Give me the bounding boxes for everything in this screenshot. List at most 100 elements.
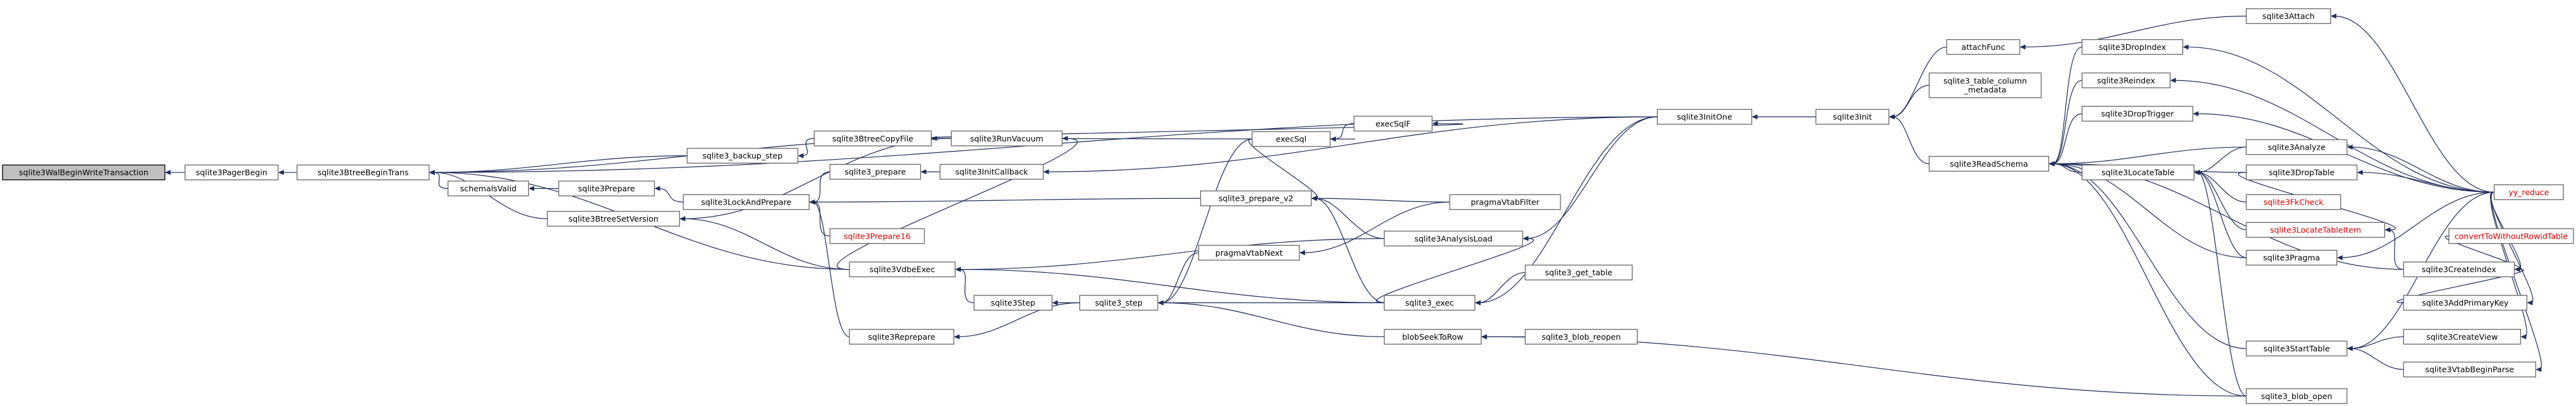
- node-label: sqlite3Prepare: [578, 184, 635, 193]
- node-sqlite3-table-column-metadata[interactable]: sqlite3_table_column_metadata: [1928, 72, 2042, 99]
- node-sqlite3-exec[interactable]: sqlite3_exec: [1383, 295, 1476, 311]
- node-sqlite3-get-table[interactable]: sqlite3_get_table: [1524, 265, 1633, 280]
- edge-arrowhead: [2527, 300, 2533, 306]
- node-sqlite3pagerbegin[interactable]: sqlite3PagerBegin: [185, 164, 279, 181]
- node-sqlite3vtabbeginparse[interactable]: sqlite3VtabBeginParse: [2403, 361, 2536, 378]
- edge-arrowhead: [1052, 300, 1058, 306]
- node-sqlite3reprepare[interactable]: sqlite3Reprepare: [849, 328, 954, 345]
- node-box: [849, 261, 956, 278]
- node-box: [2245, 8, 2331, 24]
- node-sqlite3reindex[interactable]: sqlite3Reindex: [2081, 72, 2171, 88]
- node-blobseektorow[interactable]: blobSeekToRow: [1383, 328, 1482, 345]
- node-box: [2081, 72, 2171, 88]
- node-sqlite3readschema[interactable]: sqlite3ReadSchema: [1928, 155, 2050, 172]
- node-sqlite3btreesetversion[interactable]: sqlite3BtreeSetVersion: [547, 211, 680, 227]
- node-execsqlf[interactable]: execSqlF: [1353, 116, 1433, 132]
- node-label: sqlite3RunVacuum: [970, 134, 1043, 143]
- node-sqlite3-backup-step[interactable]: sqlite3_backup_step: [686, 148, 799, 164]
- edge-initOne-to-analysisLoad: [1526, 116, 1658, 239]
- node-pragmavtabnext[interactable]: pragmaVtabNext: [1198, 244, 1300, 261]
- edge-arrowhead: [955, 266, 961, 272]
- node-label: sqlite3DropIndex: [2099, 42, 2166, 52]
- node-sqlite3prepare16[interactable]: sqlite3Prepare16: [829, 228, 925, 244]
- edge-arrowhead: [164, 170, 171, 176]
- node-box: [1946, 39, 2020, 55]
- edge-arrowhead: [1751, 114, 1758, 120]
- node-sqlite3droptrigger[interactable]: sqlite3DropTrigger: [2081, 105, 2194, 122]
- node-label: sqlite3DropTrigger: [2101, 109, 2174, 119]
- edge-dropIndex-to-readSchema: [2052, 46, 2082, 164]
- node-label: sqlite3LockAndPrepare: [701, 198, 791, 207]
- node-sqlite3starttable[interactable]: sqlite3StartTable: [2245, 340, 2348, 357]
- edge-btreeCopyFile-to-backupStep: [801, 138, 815, 157]
- node-sqlite3analysisload[interactable]: sqlite3AnalysisLoad: [1383, 230, 1524, 247]
- edge-exec-to-analysisLoad: [1376, 238, 1534, 304]
- node-sqlite3droptable[interactable]: sqlite3DropTable: [2245, 164, 2358, 181]
- node-sqlite3vdbeexec[interactable]: sqlite3VdbeExec: [849, 261, 956, 278]
- node-label: sqlite3StartTable: [2264, 343, 2330, 353]
- node-sqlite3attach[interactable]: sqlite3Attach: [2245, 8, 2331, 24]
- node-sqlite3walbeginwritetransaction[interactable]: sqlite3WalBeginWriteTransaction: [2, 164, 166, 181]
- node-box: [1928, 72, 2042, 99]
- node-label: sqlite3_exec: [1405, 298, 1454, 307]
- node-sqlite3btreecopyfile[interactable]: sqlite3BtreeCopyFile: [813, 130, 932, 146]
- edge-tableColumnMetadata-to-init: [1892, 85, 1929, 117]
- node-attachfunc[interactable]: attachFunc: [1946, 39, 2020, 55]
- node-label: sqlite3BtreeSetVersion: [569, 214, 659, 224]
- edge-arrowhead: [2536, 367, 2542, 373]
- node-sqlite3dropindex[interactable]: sqlite3DropIndex: [2081, 39, 2184, 55]
- edge-arrowhead: [2182, 44, 2189, 50]
- node-sqlite3step[interactable]: sqlite3Step: [973, 295, 1053, 311]
- edge-exec-to-vdbeExec: [959, 269, 1385, 304]
- node-sqlite3analyze[interactable]: sqlite3Analyze: [2245, 139, 2348, 155]
- node-sqlite3-blob-open[interactable]: sqlite3_blob_open: [2245, 388, 2348, 404]
- node-box: [185, 164, 279, 181]
- node-sqlite3fkcheck[interactable]: sqlite3FkCheck: [2245, 194, 2342, 210]
- edge-arrowhead: [2514, 266, 2520, 272]
- node-sqlite3runvacuum[interactable]: sqlite3RunVacuum: [951, 130, 1063, 146]
- node-sqlite3locatetableitem[interactable]: sqlite3LocateTableItem: [2245, 222, 2385, 238]
- node-sqlite3prepare[interactable]: sqlite3Prepare: [558, 181, 655, 196]
- edge-arrowhead: [2194, 170, 2200, 176]
- edge-arrowhead: [429, 170, 435, 176]
- node-label: execSql: [1276, 134, 1306, 144]
- edge-arrowhead: [2336, 255, 2343, 261]
- edge-fkCheck-to-locateTable: [2197, 172, 2247, 203]
- node-box: [683, 194, 810, 210]
- node-sqlite3lockandprepare[interactable]: sqlite3LockAndPrepare: [683, 194, 810, 210]
- node-sqlite3-blob-reopen[interactable]: sqlite3_blob_reopen: [1524, 328, 1638, 345]
- node-sqlite3-prepare-v2[interactable]: sqlite3_prepare_v2: [1200, 190, 1312, 206]
- edge-lockAndPrepare-to-prepare: [658, 188, 684, 203]
- node-sqlite3locatetable[interactable]: sqlite3LocateTable: [2081, 164, 2195, 181]
- node-sqlite3createindex[interactable]: sqlite3CreateIndex: [2403, 261, 2515, 278]
- edge-arrowhead: [2347, 345, 2353, 351]
- edge-arrowhead: [798, 153, 804, 158]
- edge-pragmaVtabFilter-to-prepareV2: [1315, 198, 1450, 203]
- node-schemaisvalid[interactable]: schemaIsValid: [447, 181, 529, 196]
- node-label: sqlite3AnalysisLoad: [1414, 234, 1492, 243]
- node-box: [2403, 295, 2527, 311]
- node-label: sqlite3_prepare: [844, 167, 906, 177]
- node-sqlite3addprimarykey[interactable]: sqlite3AddPrimaryKey: [2403, 295, 2527, 311]
- node-converttowithoutrowidtable[interactable]: convertToWithoutRowidTable: [2448, 228, 2574, 244]
- node-yy-reduce[interactable]: yy_reduce: [2493, 184, 2564, 200]
- node-sqlite3btreebegintrans[interactable]: sqlite3BtreeBeginTrans: [296, 164, 430, 181]
- edge-initOne-to-initCallback: [1047, 116, 1658, 172]
- node-sqlite3-prepare[interactable]: sqlite3_prepare: [829, 164, 921, 180]
- node-label: sqlite3FkCheck: [2264, 198, 2324, 207]
- node-label: sqlite3Analyze: [2268, 142, 2326, 152]
- edge-arrowhead: [1474, 300, 1481, 306]
- edge-arrowhead: [2347, 144, 2353, 150]
- node-sqlite3-step[interactable]: sqlite3_step: [1079, 295, 1158, 311]
- node-pragmavtabfilter[interactable]: pragmaVtabFilter: [1449, 194, 1561, 210]
- node-sqlite3initone[interactable]: sqlite3InitOne: [1656, 109, 1753, 125]
- node-sqlite3createview[interactable]: sqlite3CreateView: [2403, 328, 2522, 345]
- edge-yyReduce-to-analyze: [2350, 146, 2494, 193]
- node-sqlite3init[interactable]: sqlite3Init: [1815, 109, 1890, 125]
- node-box: [1449, 194, 1561, 210]
- edge-arrowhead: [920, 169, 927, 175]
- node-execsql[interactable]: execSql: [1251, 131, 1331, 147]
- node-sqlite3initcallback[interactable]: sqlite3InitCallback: [939, 164, 1044, 180]
- edge-execSql-to-prepareV2: [1248, 138, 1318, 199]
- node-sqlite3pragma[interactable]: sqlite3Pragma: [2245, 249, 2338, 266]
